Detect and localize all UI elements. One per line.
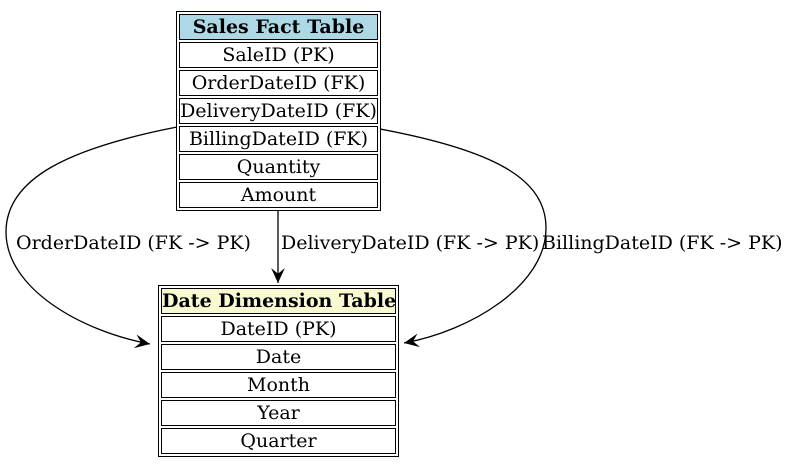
edge-orderdateid <box>5 126 178 349</box>
table-row: Quarter <box>161 428 396 454</box>
edge-billingdateid <box>379 128 547 348</box>
date-dimension-table-node: Date Dimension Table DateID (PK) Date Mo… <box>158 285 399 457</box>
table-row: SaleID (PK) <box>179 42 378 68</box>
edge-label-billingdateid: BillingDateID (FK -> PK) <box>542 232 783 254</box>
sales-fact-table-node: Sales Fact Table SaleID (PK) OrderDateID… <box>176 11 381 211</box>
table-row: OrderDateID (FK) <box>179 70 378 96</box>
table-row: Amount <box>179 182 378 208</box>
table-row: Quantity <box>179 154 378 180</box>
table-row: DeliveryDateID (FK) <box>179 98 378 124</box>
edge-label-deliverydateid: DeliveryDateID (FK -> PK) <box>281 232 540 254</box>
table-row: Month <box>161 372 396 398</box>
table-row: Year <box>161 400 396 426</box>
sales-fact-table-title: Sales Fact Table <box>179 14 378 40</box>
table-row: Date <box>161 344 396 370</box>
edge-label-orderdateid: OrderDateID (FK -> PK) <box>16 232 251 254</box>
date-dimension-table-title: Date Dimension Table <box>161 288 396 314</box>
table-row: DateID (PK) <box>161 316 396 342</box>
table-row: BillingDateID (FK) <box>179 126 378 152</box>
